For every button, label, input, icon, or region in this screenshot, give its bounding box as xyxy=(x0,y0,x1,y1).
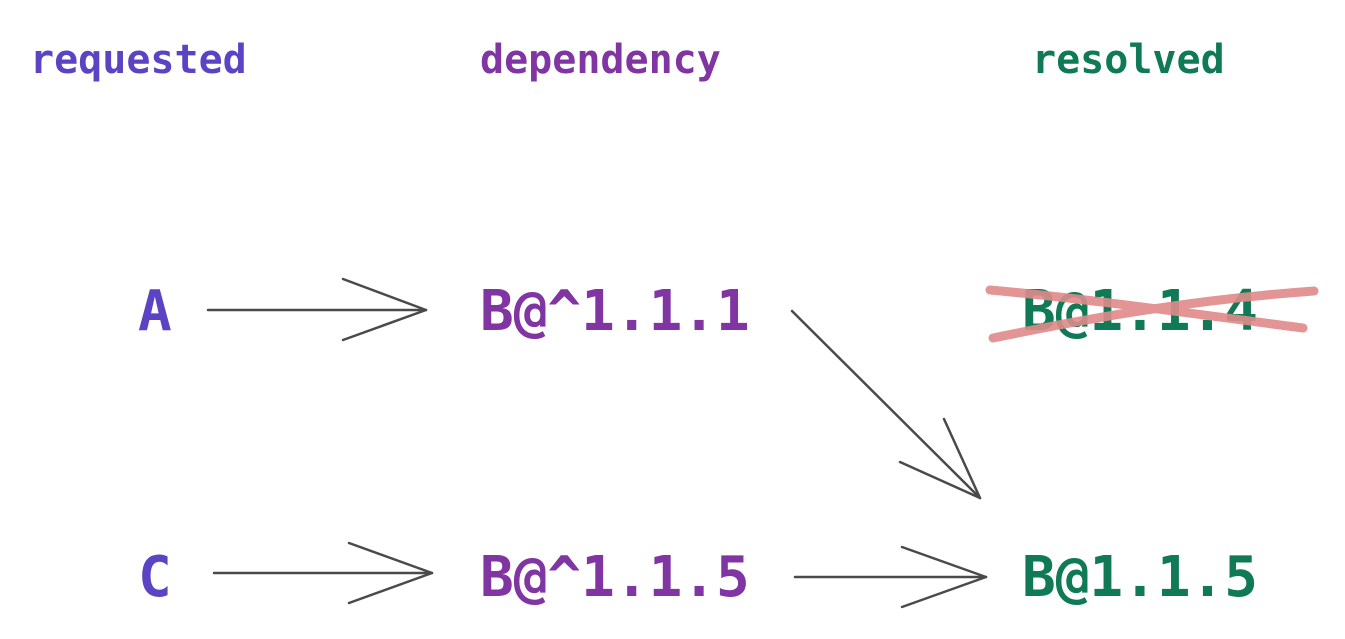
arrow-c-to-dependency xyxy=(212,541,434,605)
arrow-dependency-to-resolved-diagonal xyxy=(790,309,982,500)
header-resolved: resolved xyxy=(1032,37,1225,83)
header-requested: requested xyxy=(30,37,247,83)
requested-node-c: C xyxy=(138,545,172,610)
dependency-node-b-1-1-1: B@^1.1.1 xyxy=(480,279,750,344)
strike-cross-icon xyxy=(985,285,1319,343)
arrow-a-to-dependency xyxy=(206,277,428,342)
header-dependency: dependency xyxy=(480,37,721,83)
resolved-node-b-1-1-5: B@1.1.5 xyxy=(1022,545,1259,610)
requested-node-a: A xyxy=(138,279,172,344)
dependency-node-b-1-1-5: B@^1.1.5 xyxy=(480,545,750,610)
arrow-dependency-to-resolved-b-1-1-5 xyxy=(793,545,988,609)
